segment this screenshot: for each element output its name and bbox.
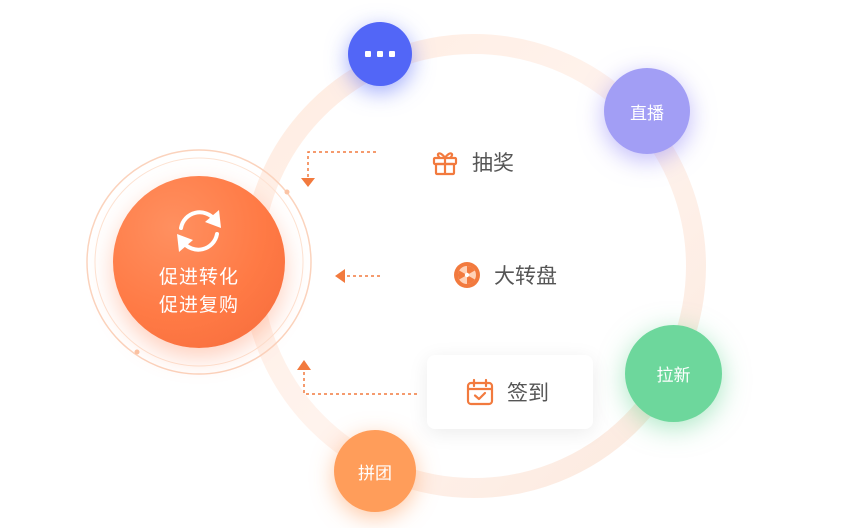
activity-wheel[interactable]: 大转盘 — [452, 260, 557, 290]
core-ring-inner — [94, 157, 304, 367]
more-node[interactable] — [348, 22, 412, 86]
wheel-icon — [454, 262, 480, 288]
activity-checkin-label: 签到 — [507, 381, 549, 405]
group-buy-label: 拼团 — [358, 463, 392, 484]
arrow-wheel — [335, 269, 345, 283]
live-node[interactable]: 直播 — [604, 68, 690, 154]
activity-lottery-label: 抽奖 — [472, 151, 514, 175]
group-buy-node[interactable]: 拼团 — [334, 430, 416, 512]
arrow-checkin — [297, 360, 311, 370]
activity-checkin-card[interactable] — [427, 355, 593, 429]
decor-dot — [134, 349, 140, 355]
core-ring-outer — [86, 149, 312, 375]
connector-lottery — [307, 151, 376, 178]
decor-dot — [284, 189, 290, 195]
calendar-check-icon — [466, 378, 494, 406]
ellipsis-icon — [365, 51, 395, 57]
activity-checkin[interactable]: 签到 — [465, 377, 549, 407]
new-user-label: 拉新 — [656, 366, 691, 386]
activity-lottery[interactable]: 抽奖 — [430, 147, 514, 177]
center-title-line2: 促进复购 — [158, 294, 239, 316]
gift-icon — [432, 152, 458, 176]
activity-wheel-label: 大转盘 — [494, 264, 557, 288]
live-label: 直播 — [630, 103, 664, 124]
connector-checkin — [303, 370, 417, 395]
center-node: 促进转化 促进复购 — [113, 176, 285, 348]
refresh-cycle-icon — [177, 210, 221, 252]
center-title-line1: 促进转化 — [158, 266, 239, 288]
new-user-node[interactable]: 拉新 — [625, 325, 722, 422]
arrow-lottery — [301, 178, 315, 187]
